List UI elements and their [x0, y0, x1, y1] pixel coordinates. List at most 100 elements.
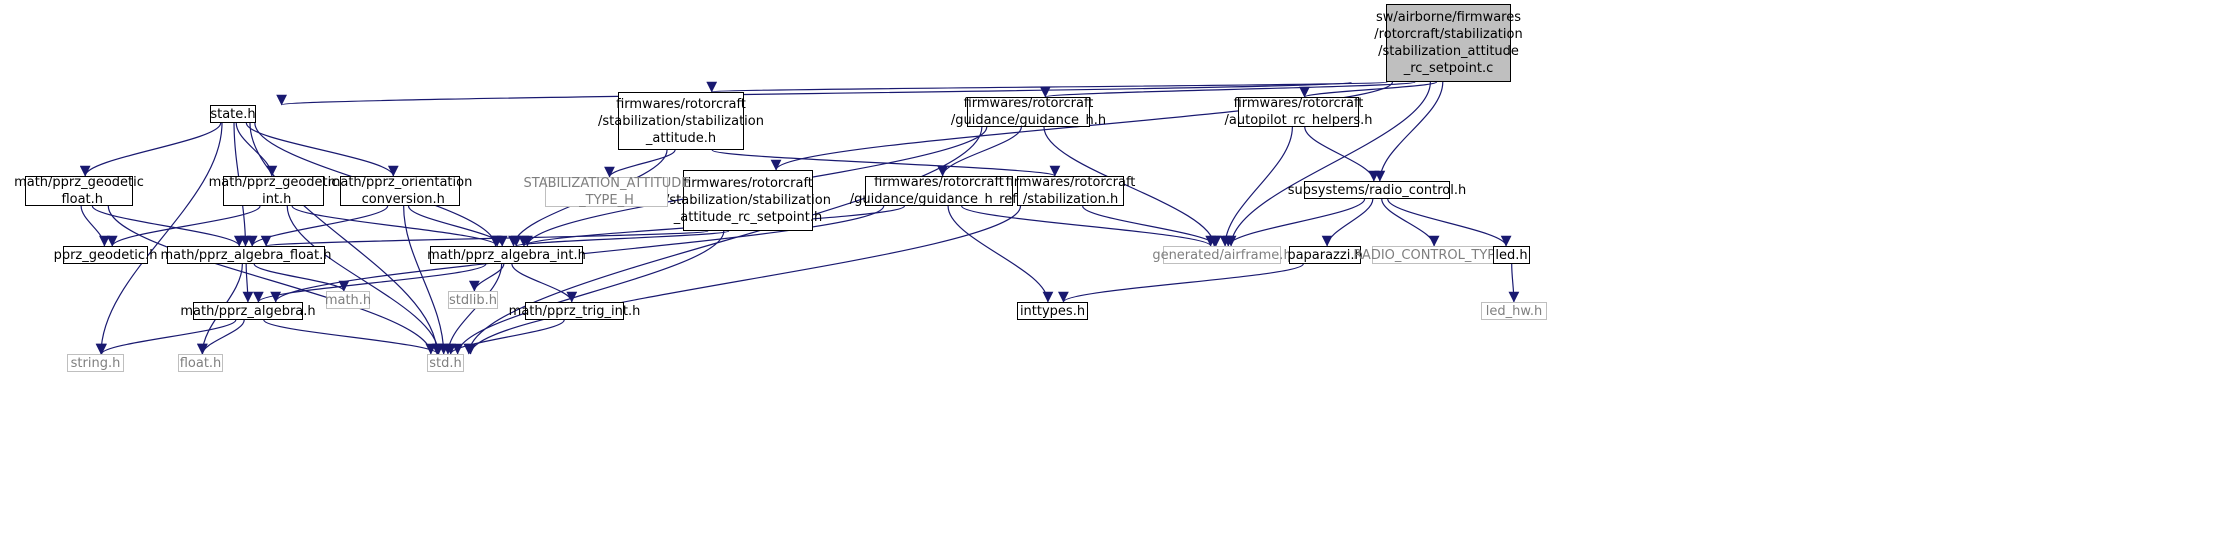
node-string: string.h [67, 354, 124, 372]
node-label: string.h [70, 355, 121, 371]
edge-led-to-ledhw [1508, 263, 1520, 303]
edge-state-to-orient [245, 122, 399, 177]
edge-guidh-to-airframe [1043, 126, 1220, 247]
edge-aprc-to-radio [1304, 126, 1380, 182]
node-label: math/pprz_algebra_float.h [160, 247, 332, 263]
node-label: math/pprz_orientation _conversion.h [327, 175, 473, 207]
edge-rcsp-to-std [452, 230, 725, 355]
edge-orient-to-std [403, 205, 450, 355]
node-label: generated/airframe.h [1152, 247, 1292, 263]
node-label: firmwares/rotorcraft /stabilization.h [1005, 175, 1136, 207]
edge-orient-to-algfloat [246, 205, 389, 247]
node-ledhw: led_hw.h [1481, 302, 1547, 320]
edge-algint-to-alg [253, 263, 487, 303]
edge-stabatt-to-stabtype [604, 149, 676, 178]
edge-radio-to-led [1387, 198, 1512, 247]
node-inttypes[interactable]: inttypes.h [1017, 302, 1088, 320]
node-algint[interactable]: math/pprz_algebra_int.h [427, 246, 586, 264]
node-label: firmwares/rotorcraft /autopilot_rc_helpe… [1224, 96, 1373, 128]
edge-guidh-to-guidref [937, 126, 1022, 177]
edge-main-to-radio [1374, 81, 1444, 182]
node-algfloat[interactable]: math/pprz_algebra_float.h [161, 246, 332, 264]
node-label: inttypes.h [1019, 303, 1086, 319]
edge-main-to-aprc [1299, 81, 1438, 98]
edge-state-to-string [95, 122, 223, 355]
node-rcsp[interactable]: firmwares/rotorcraft /stabilization/stab… [665, 170, 831, 231]
edge-paparazzi-to-inttypes [1058, 263, 1304, 303]
node-geofloat[interactable]: math/pprz_geodetic _float.h [14, 175, 144, 207]
edge-geofloat-to-algfloat [91, 205, 245, 247]
node-label: math/pprz_algebra_int.h [427, 247, 586, 263]
edge-geoint-to-algint [291, 205, 503, 247]
edge-guidref-to-airframe [961, 205, 1216, 247]
node-label: STABILIZATION_ATTITUDE _TYPE_H [523, 176, 690, 208]
node-radio[interactable]: subsystems/radio_control.h [1288, 181, 1466, 199]
edge-stab-to-std [465, 205, 1022, 355]
edge-stab-to-airframe [1082, 205, 1222, 247]
node-guidref[interactable]: firmwares/rotorcraft /guidance/guidance_… [850, 175, 1028, 207]
node-rctype: RADIO_CONTROL_TYPE_H [1353, 246, 1520, 264]
edge-orient-to-algint [407, 205, 508, 247]
edge-alg-to-float [197, 319, 245, 355]
edge-geoint-to-std [286, 205, 444, 355]
node-orient[interactable]: math/pprz_orientation _conversion.h [328, 175, 473, 207]
node-label: math/pprz_geodetic _float.h [14, 175, 144, 207]
edge-algint-to-trig [511, 263, 578, 303]
node-label: RADIO_CONTROL_TYPE_H [1353, 247, 1520, 263]
node-float: float.h [178, 354, 223, 372]
node-mathh: math.h [324, 291, 372, 309]
node-label: firmwares/rotorcraft /guidance/guidance_… [950, 96, 1107, 128]
edge-main-to-state [277, 81, 1352, 106]
node-label: stdlib.h [449, 292, 497, 308]
node-paparazzi[interactable]: paparazzi.h [1287, 246, 1363, 264]
node-label: subsystems/radio_control.h [1287, 182, 1467, 198]
node-guidh[interactable]: firmwares/rotorcraft /guidance/guidance_… [951, 96, 1106, 128]
edge-algint-to-stdlib [468, 263, 505, 292]
node-label: sw/airborne/firmwares /rotorcraft/stabil… [1374, 10, 1523, 76]
node-state[interactable]: state.h [210, 105, 256, 123]
edge-alg-to-std [263, 319, 443, 355]
edge-alg-to-string [96, 319, 237, 355]
edge-radio-to-airframe [1222, 198, 1366, 247]
node-stabatt[interactable]: firmwares/rotorcraft /stabilization/stab… [598, 92, 764, 150]
node-main: sw/airborne/firmwares /rotorcraft/stabil… [1374, 4, 1523, 82]
node-std: std.h [427, 354, 464, 372]
node-airframe: generated/airframe.h [1152, 246, 1292, 264]
edge-geofloat-to-std [107, 205, 437, 355]
node-label: state.h [210, 106, 256, 122]
node-led[interactable]: led.h [1493, 246, 1530, 264]
edge-rcsp-to-algint [511, 230, 730, 247]
edge-algint-to-std [442, 263, 503, 355]
edge-rcsp-to-algfloat [261, 230, 709, 247]
node-label: math/pprz_trig_int.h [508, 303, 641, 319]
node-label: math/pprz_geodetic _int.h [208, 175, 339, 207]
node-label: math.h [324, 292, 372, 308]
node-geodetic[interactable]: pprz_geodetic.h [54, 246, 157, 264]
node-label: firmwares/rotorcraft /stabilization/stab… [665, 176, 831, 225]
node-label: led.h [1495, 247, 1528, 263]
node-label: math/pprz_algebra.h [180, 303, 316, 319]
edge-main-to-guidh [1040, 81, 1416, 98]
node-label: float.h [179, 355, 222, 371]
edge-algfloat-to-alg [242, 263, 254, 303]
node-geoint[interactable]: math/pprz_geodetic _int.h [209, 175, 339, 207]
edge-radio-to-paparazzi [1321, 198, 1374, 247]
node-alg[interactable]: math/pprz_algebra.h [180, 302, 316, 320]
edge-geofloat-to-geodetic [80, 205, 110, 247]
edge-state-to-geofloat [79, 122, 222, 177]
edge-aprc-to-airframe [1219, 126, 1293, 247]
edge-stabatt-to-stab [711, 149, 1060, 177]
node-stab[interactable]: firmwares/rotorcraft /stabilization.h [1006, 175, 1136, 207]
edge-state-to-geoint [235, 122, 278, 177]
node-label: led_hw.h [1485, 303, 1543, 319]
edge-geoint-to-geodetic [106, 205, 261, 247]
node-stabtype: STABILIZATION_ATTITUDE _TYPE_H [524, 176, 690, 208]
node-label: pprz_geodetic.h [53, 247, 158, 263]
node-stdlib: stdlib.h [448, 291, 498, 309]
edge-guidh-to-std [463, 126, 983, 355]
node-aprc[interactable]: firmwares/rotorcraft /autopilot_rc_helpe… [1225, 96, 1373, 128]
node-trig[interactable]: math/pprz_trig_int.h [509, 302, 640, 320]
edge-trig-to-std [445, 319, 565, 355]
